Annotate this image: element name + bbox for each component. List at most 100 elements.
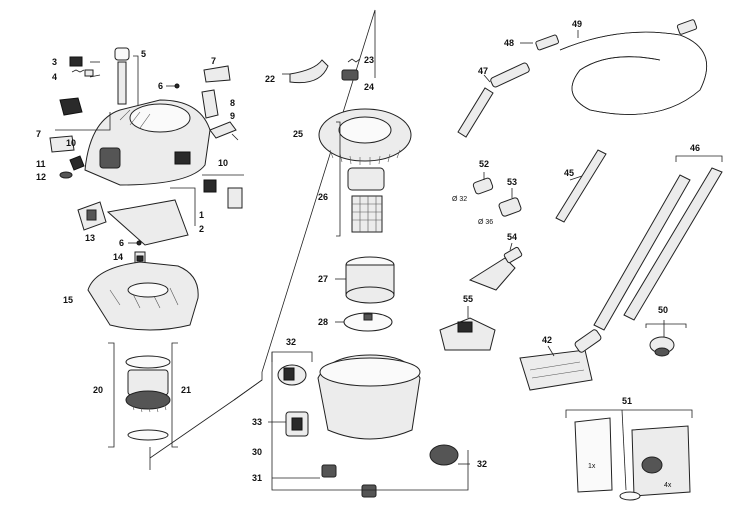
bracket-46 bbox=[675, 155, 723, 162]
label-51: 51 bbox=[622, 396, 632, 406]
switch-part-3 bbox=[69, 56, 83, 67]
label-32-right: 32 bbox=[477, 459, 487, 469]
bracket-32-left bbox=[271, 351, 313, 362]
label-sheet-part-7-left bbox=[49, 135, 75, 153]
label-20: 20 bbox=[93, 385, 103, 395]
label-32-left: 32 bbox=[286, 337, 296, 347]
motor-housing-part-15 bbox=[87, 261, 199, 331]
bracket-26 bbox=[336, 121, 341, 237]
spring-part-23 bbox=[347, 58, 361, 63]
floor-nozzle-part-42 bbox=[519, 329, 602, 391]
bracket-20 bbox=[108, 342, 115, 448]
latch-part-24 bbox=[341, 69, 359, 81]
crevice-nozzle-part-45 bbox=[555, 149, 607, 223]
nozzle-part-11 bbox=[69, 155, 85, 171]
handle-tube-part-47 bbox=[457, 62, 530, 138]
motor-head-top-cover bbox=[84, 99, 211, 186]
label-9: 9 bbox=[230, 111, 235, 121]
label-53: 53 bbox=[507, 177, 517, 187]
label-49: 49 bbox=[572, 19, 582, 29]
hose-adapter-part-48 bbox=[535, 34, 559, 51]
motor-parts-20-21 bbox=[125, 355, 171, 441]
label-6-top: 6 bbox=[158, 81, 163, 91]
filter-basket-part-26 bbox=[347, 167, 385, 233]
dust-bags-part-51 bbox=[574, 417, 691, 501]
label-54: 54 bbox=[507, 232, 517, 242]
label-25: 25 bbox=[293, 129, 303, 139]
label-1: 1 bbox=[199, 210, 204, 220]
leader-5 bbox=[133, 55, 139, 105]
label-42: 42 bbox=[542, 335, 552, 345]
label-5: 5 bbox=[141, 49, 146, 59]
bracket-51 bbox=[565, 409, 693, 418]
brush-adapter-part-55 bbox=[439, 317, 496, 351]
leader-47 bbox=[483, 74, 491, 83]
leader-54 bbox=[509, 242, 513, 251]
annotation-bag-1x: 1x bbox=[588, 463, 596, 470]
annotation-d32: Ø 32 bbox=[452, 196, 467, 203]
bracket-part-8 bbox=[201, 89, 219, 119]
label-27: 27 bbox=[318, 274, 328, 284]
label-47: 47 bbox=[478, 66, 488, 76]
annotation-bag-4x: 4x bbox=[664, 482, 672, 489]
leader-4 bbox=[89, 74, 101, 78]
label-sheet-part-7-top bbox=[203, 65, 231, 83]
reducer-part-52 bbox=[472, 177, 494, 195]
label-6-mid: 6 bbox=[119, 238, 124, 248]
label-55: 55 bbox=[463, 294, 473, 304]
seal-parts-1-2 bbox=[106, 199, 189, 246]
divider-line bbox=[149, 9, 376, 459]
leader-51-ring bbox=[621, 409, 627, 491]
wheel-part-32-right bbox=[429, 444, 459, 466]
label-28: 28 bbox=[318, 317, 328, 327]
spring-part-4 bbox=[71, 69, 94, 77]
cartridge-filter-part-27 bbox=[345, 256, 395, 304]
leader-42 bbox=[547, 345, 555, 357]
label-13: 13 bbox=[85, 233, 95, 243]
label-10-left: 10 bbox=[66, 138, 76, 148]
cord-clip-part-9 bbox=[209, 121, 239, 141]
label-10-right: 10 bbox=[218, 158, 228, 168]
hose-part-49 bbox=[559, 19, 708, 115]
hose-port-part-32-left bbox=[277, 364, 307, 386]
clip-part-10-right bbox=[203, 179, 243, 209]
bracket-50 bbox=[645, 323, 687, 328]
upholstery-nozzle-part-54 bbox=[468, 246, 523, 291]
label-11: 11 bbox=[36, 159, 46, 169]
label-14: 14 bbox=[113, 252, 123, 262]
label-2: 2 bbox=[199, 224, 204, 234]
label-30: 30 bbox=[252, 447, 262, 457]
hose-clip-part-10-left bbox=[59, 97, 83, 116]
extension-tubes-part-46 bbox=[593, 167, 723, 331]
label-7-left: 7 bbox=[36, 129, 41, 139]
clip-part-12 bbox=[59, 171, 73, 179]
tank-part-30 bbox=[317, 354, 421, 440]
caster-parts-31 bbox=[321, 464, 377, 498]
screw-part-6-mid bbox=[128, 240, 142, 246]
bracket-1-2 bbox=[170, 187, 196, 226]
label-48: 48 bbox=[504, 38, 514, 48]
screw-part-6-top bbox=[166, 83, 180, 89]
label-46: 46 bbox=[690, 143, 700, 153]
bracket-10-left bbox=[55, 112, 111, 131]
label-12: 12 bbox=[36, 172, 46, 182]
filter-cap-part-50 bbox=[649, 336, 675, 357]
label-26: 26 bbox=[318, 192, 328, 202]
label-52: 52 bbox=[479, 159, 489, 169]
label-33: 33 bbox=[252, 417, 262, 427]
label-7-top: 7 bbox=[211, 56, 216, 66]
rod-part-5 bbox=[114, 47, 130, 105]
label-24: 24 bbox=[364, 82, 374, 92]
label-3: 3 bbox=[52, 57, 57, 67]
label-23: 23 bbox=[364, 55, 374, 65]
annotation-d36: Ø 36 bbox=[478, 219, 493, 226]
label-22: 22 bbox=[265, 74, 275, 84]
bracket-21 bbox=[171, 342, 178, 448]
handle-part-22 bbox=[289, 59, 329, 84]
reducer-part-53 bbox=[498, 197, 522, 217]
inlet-port-part-33 bbox=[285, 411, 309, 437]
label-31: 31 bbox=[252, 473, 262, 483]
label-15: 15 bbox=[63, 295, 73, 305]
